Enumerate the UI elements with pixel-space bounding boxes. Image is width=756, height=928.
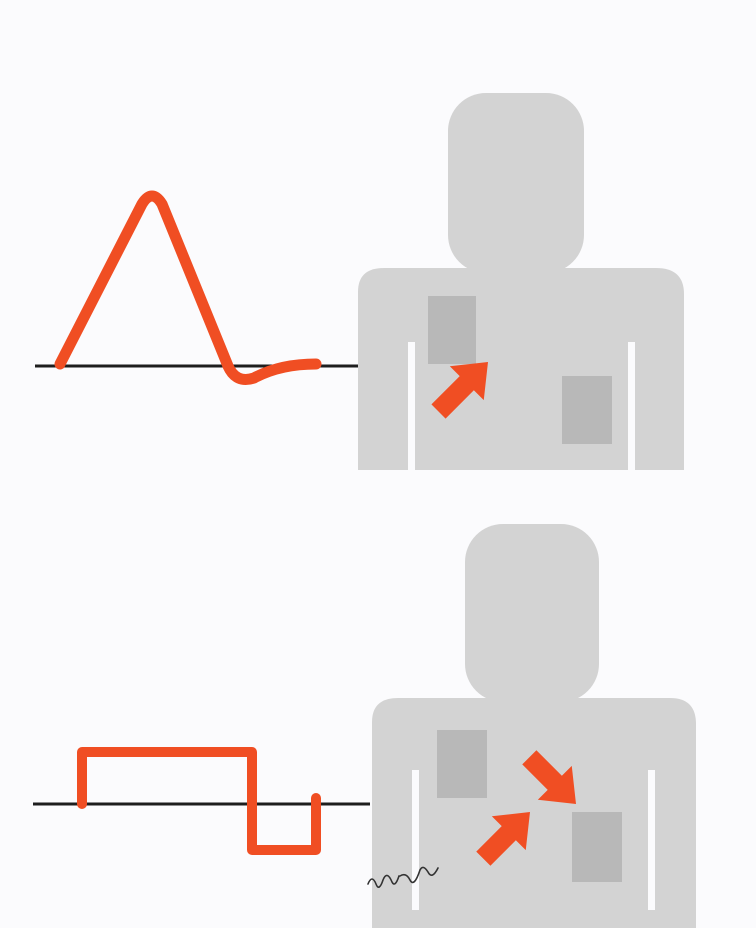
electrode-pad-lower-top	[562, 376, 612, 444]
monophasic-figure	[0, 0, 756, 470]
biphasic-waveform	[82, 752, 316, 850]
arm-gap-right-top	[628, 342, 635, 470]
arm-gap-right-bottom	[648, 770, 655, 910]
monophasic-panel	[0, 0, 756, 470]
arm-gap-left-top	[408, 342, 415, 470]
torso-figure-top	[358, 93, 684, 470]
electrode-pad-lower-bottom	[572, 812, 622, 882]
electrode-pad-upper-top	[428, 296, 476, 364]
artist-signature	[364, 858, 444, 898]
monophasic-waveform	[60, 196, 316, 380]
shoulders-top	[358, 268, 684, 470]
electrode-pad-upper-bottom	[437, 730, 487, 798]
